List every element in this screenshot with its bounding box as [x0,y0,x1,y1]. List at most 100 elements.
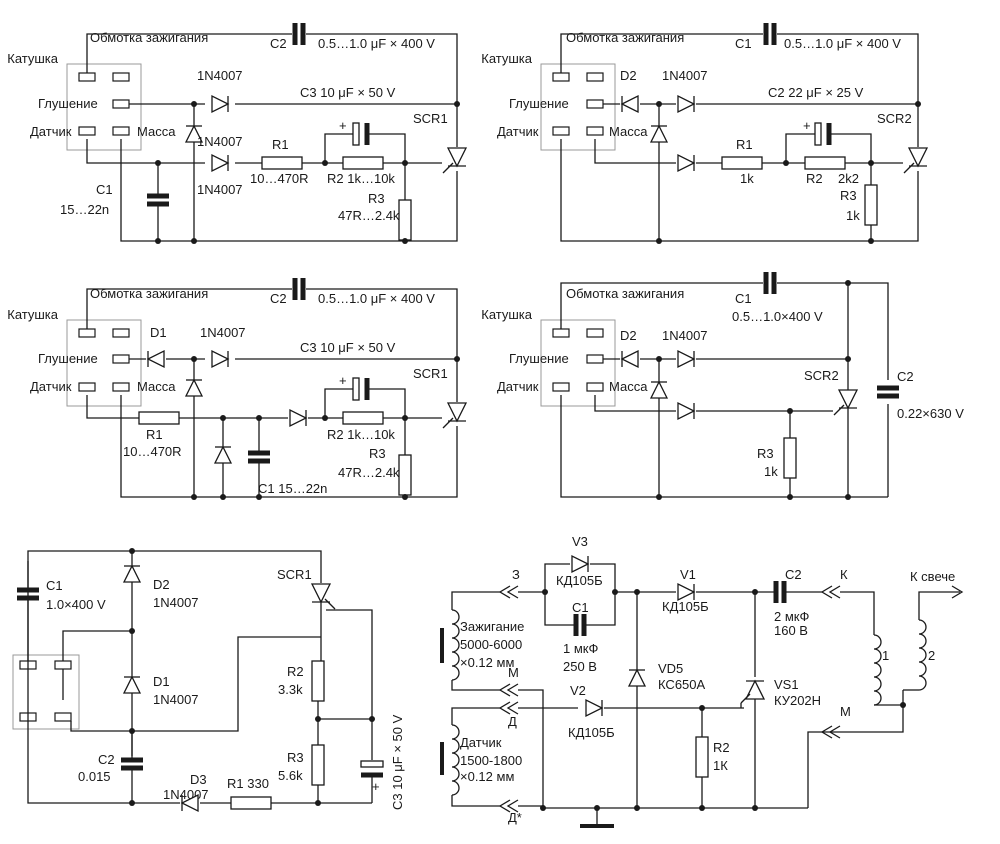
junction-dot [845,494,851,500]
label-vs1: VS1 [774,677,799,692]
resistor [398,199,412,241]
resistor [311,660,325,702]
wire [120,139,458,242]
label-c1: C1 15…22n [258,481,327,496]
diode-symbol [571,554,590,574]
label-n1: 1 [882,648,889,663]
inductor-coil [451,724,460,796]
label-dstar: Д* [508,810,522,825]
label-c1-value: 0.5…1.0 μF × 400 V [784,36,901,51]
diode-symbol [289,408,308,428]
label-r3-value: 5.6k [278,768,303,783]
label-r3: R3 [369,446,386,461]
wire [120,395,458,498]
resistor [342,411,384,425]
thyristor-symbol [837,389,859,410]
resistor [721,156,763,170]
diode-symbol [211,94,230,114]
label-plus: + [372,779,380,794]
connector-pin [54,660,72,670]
inductor-coil [918,619,927,691]
label-r1: R1 330 [227,776,269,791]
label-c2-value1: 2 мкФ [774,609,809,624]
connector-pin [112,126,130,136]
label-d-top: 1N4007 [200,325,246,340]
wire [594,395,676,412]
label-c2-value: 0.015 [78,769,111,784]
thyristor-gate [442,417,454,429]
diode-symbol [677,401,696,421]
junction-dot [656,494,662,500]
thyristor-gate [442,162,454,174]
label-r2: R2 [806,171,823,186]
resistor [342,156,384,170]
connector-pin [78,328,96,338]
resistor [311,744,325,786]
wire [544,592,576,626]
label-c2-value2: 160 В [774,623,808,638]
label-d2: D2 [620,68,637,83]
wire [306,33,458,147]
wire [70,721,132,732]
label-k-sveche: К свече [910,569,955,584]
plug-contact [820,585,833,599]
connector-pin [112,72,130,82]
label-d2-value: 1N4007 [153,595,199,610]
label-d-turns: 1500-1800 [460,753,522,768]
connector-pin [586,382,604,392]
plug-contact [506,585,519,599]
label-katushka: Катушка [7,307,59,322]
wire [368,133,406,163]
connector-pin [552,72,570,82]
diode-symbol [180,793,199,813]
label-r2: R2 [287,664,304,679]
diode-symbol [585,698,604,718]
connector-pin [112,99,130,109]
label-obmotka: Обмотка зажигания [566,30,684,45]
label-d1: D1 [153,674,170,689]
thyristor-gate [740,693,751,704]
label-d: Д [508,714,517,729]
label-r1: R1 [146,427,163,442]
diode-symbol [677,349,696,369]
label-obmotka: Обмотка зажигания [90,286,208,301]
wire [86,33,292,73]
label-katushka: Катушка [7,51,59,66]
wire [368,388,406,418]
wire [822,705,904,733]
label-vd5-value: КС650А [658,677,706,692]
connector-pin [54,712,72,722]
label-vs1-value: КУ202Н [774,693,821,708]
junction-dot [155,238,161,244]
junction-dot [129,800,135,806]
label-r3-value: 1k [764,464,778,479]
diode-symbol [677,153,696,173]
label-c2: C2 [270,291,287,306]
wire [451,591,500,610]
wire [594,139,676,164]
wire [918,591,960,620]
label-z-turns: 5000-6000 [460,637,522,652]
label-glushenie: Глушение [38,96,98,111]
label-d1-value: 1N4007 [153,692,199,707]
connector-pin [586,354,604,364]
label-scr1: SCR1 [413,366,448,381]
junction-dot [752,805,758,811]
diode-symbol [146,349,165,369]
label-d-wire: ×0.12 мм [460,769,514,784]
diode-symbol [213,445,233,464]
wire [132,636,321,732]
label-m2: М [840,704,851,719]
label-d-mid: 1N4007 [197,134,243,149]
label-massa: Масса [137,379,176,394]
wire [451,680,500,691]
connector-pin [586,72,604,82]
label-glushenie: Глушение [38,351,98,366]
label-vd5: VD5 [658,661,683,676]
wire [86,288,292,329]
thyristor-symbol [310,583,332,604]
thyristor-symbol [446,402,468,423]
plug-contact [498,683,511,697]
wire [830,133,872,163]
resistor [804,156,846,170]
